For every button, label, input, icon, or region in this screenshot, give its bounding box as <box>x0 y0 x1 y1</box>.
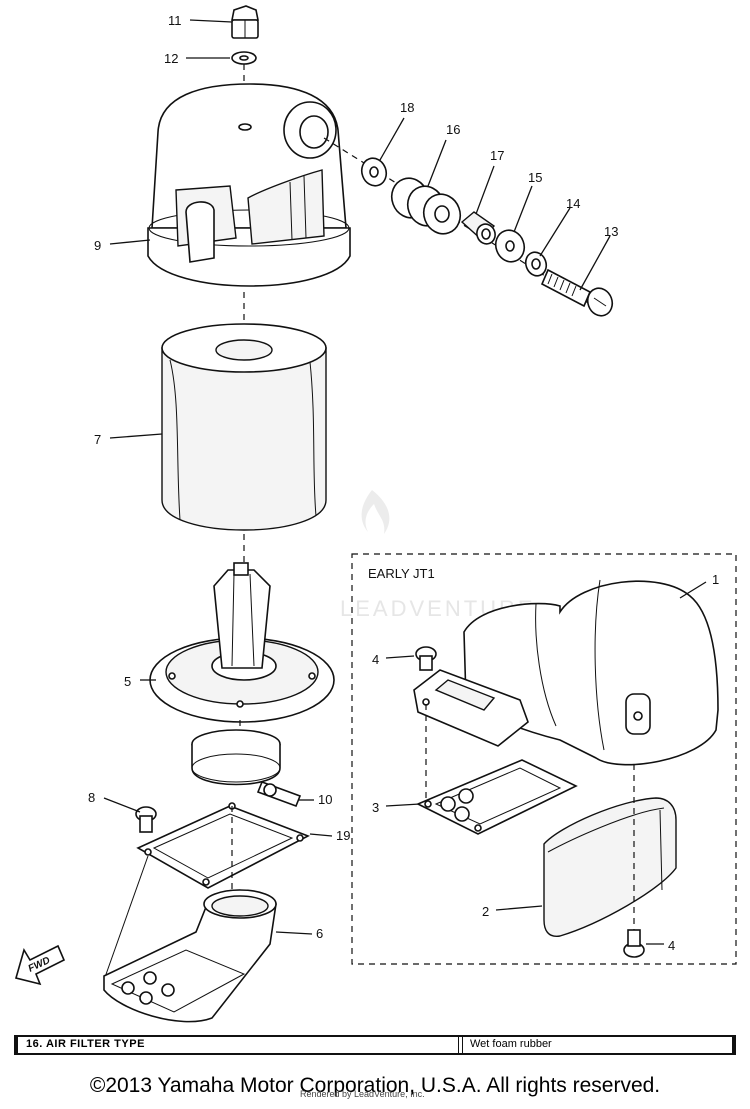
callout-12: 12 <box>164 51 178 66</box>
info-bar-label: 16. AIR FILTER TYPE <box>26 1038 145 1050</box>
part-7-filter-element <box>161 323 327 531</box>
callout-8: 8 <box>88 790 95 805</box>
inset-part-1-cover <box>413 579 719 766</box>
callout-10: 10 <box>318 792 332 807</box>
info-bar-value: Wet foam rubber <box>470 1038 552 1050</box>
callout-13: 13 <box>604 224 618 239</box>
part-9-air-cleaner-cover <box>147 83 351 287</box>
part-16-grommet <box>390 177 462 235</box>
callout-16: 16 <box>446 122 460 137</box>
callout-2: 2 <box>482 904 489 919</box>
inset-part-4-screw-bottom <box>623 929 645 958</box>
inset-box <box>351 553 737 965</box>
part-15-washer <box>494 229 526 263</box>
callout-9: 9 <box>94 238 101 253</box>
callout-6: 6 <box>316 926 323 941</box>
callout-5: 5 <box>124 674 131 689</box>
callout-1: 1 <box>712 572 719 587</box>
callout-4-top: 4 <box>372 652 379 667</box>
part-12-washer <box>231 51 257 65</box>
part-11-cap-nut <box>231 5 259 39</box>
copyright-notice: ©2013 Yamaha Motor Corporation, U.S.A. A… <box>89 1074 661 1097</box>
watermark-flame-icon <box>361 490 390 534</box>
part-10-clamp-band <box>191 729 302 808</box>
part-5-case-base <box>149 562 335 723</box>
callout-15: 15 <box>528 170 542 185</box>
inset-title: EARLY JT1 <box>368 566 435 581</box>
part-13-bolt <box>540 268 614 317</box>
exploded-parts-diagram: LEADVENTURE <box>15 5 737 1023</box>
inset-part-4-screw-top <box>415 646 437 671</box>
part-8-screw <box>135 806 157 833</box>
part-18-washer <box>360 157 388 187</box>
part-19-gasket <box>136 802 310 889</box>
callout-4-bottom: 4 <box>668 938 675 953</box>
part-14-lock-washer <box>524 251 548 277</box>
callout-3: 3 <box>372 800 379 815</box>
watermark: LEADVENTURE <box>340 490 533 621</box>
callout-19: 19 <box>336 828 350 843</box>
info-bar-divider <box>458 1037 463 1053</box>
callout-11: 11 <box>168 13 182 28</box>
inset-part-2-element <box>543 797 677 937</box>
callout-7: 7 <box>94 432 101 447</box>
callout-17: 17 <box>490 148 504 163</box>
callout-14: 14 <box>566 196 580 211</box>
part-17-collar <box>460 211 496 245</box>
info-bar: 16. AIR FILTER TYPE Wet foam rubber <box>14 1035 736 1055</box>
inset-part-3-gasket <box>416 759 578 835</box>
part-6-intake-duct <box>103 889 277 1023</box>
fwd-arrow-icon: FWD <box>15 944 66 986</box>
rendered-by-credit: Rendered by LeadVenture, Inc. <box>300 1089 425 1099</box>
callout-18: 18 <box>400 100 414 115</box>
